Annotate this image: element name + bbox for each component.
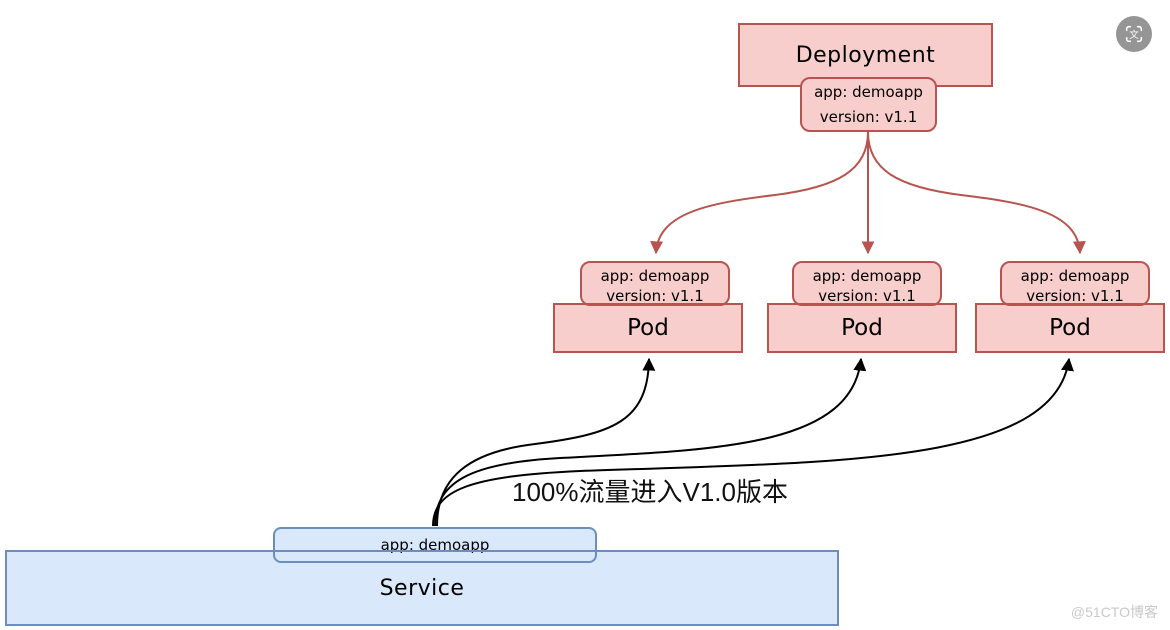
service-selector-label: app: demoapp <box>273 527 597 563</box>
pod-border-overlap-line <box>1002 303 1148 305</box>
pod-selector-label-1: app: demoapp version: v1.1 <box>580 261 730 306</box>
service-title: Service <box>379 575 465 601</box>
deployment-box: Deployment <box>738 23 993 87</box>
pod-box-1: Pod <box>553 303 743 353</box>
pod-title: Pod <box>841 315 883 341</box>
deployment-selector-app: app: demoapp <box>814 82 923 101</box>
traffic-annotation: 100%流量进入V1.0版本 <box>512 477 788 507</box>
pod-selector-label-2: app: demoapp version: v1.1 <box>792 261 942 306</box>
pod-selector-app: app: demoapp <box>600 267 710 285</box>
scan-text-icon: 文 <box>1125 25 1143 43</box>
deployment-selector-label: app: demoapp version: v1.1 <box>800 77 937 132</box>
pod-selector-version: version: v1.1 <box>818 287 916 305</box>
pod-selector-version: version: v1.1 <box>1026 287 1124 305</box>
deployment-selector-version: version: v1.1 <box>819 107 918 126</box>
pod-title: Pod <box>627 315 669 341</box>
pod-selector-app: app: demoapp <box>812 267 922 285</box>
pod-selector-app: app: demoapp <box>1020 267 1130 285</box>
service-border-overlap-line <box>275 550 595 552</box>
pod-border-overlap-line <box>582 303 728 305</box>
translate-ocr-button[interactable]: 文 <box>1116 16 1152 52</box>
pod-box-2: Pod <box>767 303 957 353</box>
pod-border-overlap-line <box>794 303 940 305</box>
pod-selector-label-3: app: demoapp version: v1.1 <box>1000 261 1150 306</box>
svg-text:文: 文 <box>1129 29 1139 41</box>
service-selector-app: app: demoapp <box>380 536 490 554</box>
pod-selector-version: version: v1.1 <box>606 287 704 305</box>
pod-title: Pod <box>1049 315 1091 341</box>
pod-box-3: Pod <box>975 303 1165 353</box>
deployment-to-pod-arrows <box>650 131 1086 255</box>
deployment-title: Deployment <box>795 42 936 68</box>
watermark: @51CTO博客 <box>1070 604 1158 620</box>
